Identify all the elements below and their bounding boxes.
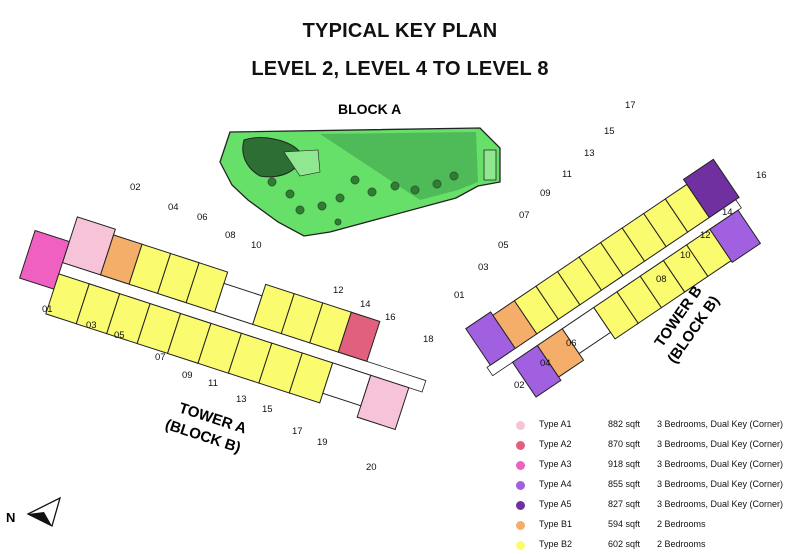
tower-b-building <box>465 158 762 398</box>
unit-label: 09 <box>540 188 551 199</box>
unit-label: 16 <box>756 170 767 181</box>
north-compass: N <box>6 496 62 527</box>
legend-type: Type A2 <box>539 439 572 449</box>
unit-label: 05 <box>114 330 125 341</box>
legend-type: Type A5 <box>539 499 572 509</box>
unit-label: 10 <box>680 250 691 261</box>
unit-label: 04 <box>540 358 551 369</box>
legend-size: 918 sqft <box>608 459 641 469</box>
legend-size: 870 sqft <box>608 439 641 449</box>
plan-subtitle: LEVEL 2, LEVEL 4 TO LEVEL 8 <box>251 58 549 80</box>
unit-label: 12 <box>700 230 711 241</box>
legend-color-swatch <box>516 521 525 530</box>
legend-desc: 3 Bedrooms, Dual Key (Corner) <box>657 499 784 509</box>
legend-color-swatch <box>516 501 525 510</box>
legend-size: 855 sqft <box>608 479 641 489</box>
tower-a-bottom-units <box>18 229 410 431</box>
unit-label: 08 <box>225 230 236 241</box>
unit-label: 17 <box>292 426 303 437</box>
tower-a-title: TOWER A (BLOCK B) <box>163 400 249 457</box>
legend-desc: 2 Bedrooms <box>657 539 706 549</box>
unit-label: 13 <box>584 148 595 159</box>
unit-label: 07 <box>155 352 166 363</box>
block-a-label: BLOCK A <box>338 101 401 117</box>
legend-type: Type A1 <box>539 419 572 429</box>
legend-color-swatch <box>516 421 525 430</box>
unit-label: 10 <box>251 240 262 251</box>
legend-size: 602 sqft <box>608 539 641 549</box>
unit-label: 18 <box>423 334 434 345</box>
legend-desc: 2 Bedrooms <box>657 519 706 529</box>
legend-size: 594 sqft <box>608 519 641 529</box>
unit-label: 03 <box>478 262 489 273</box>
unit-label: 01 <box>454 290 465 301</box>
unit-label: 06 <box>197 212 208 223</box>
unit-label: 17 <box>625 100 636 111</box>
legend-desc: 3 Bedrooms, Dual Key (Corner) <box>657 459 784 469</box>
unit-label: 01 <box>42 304 53 315</box>
legend-type: Type B1 <box>539 519 573 529</box>
legend-desc: 3 Bedrooms, Dual Key (Corner) <box>657 419 784 429</box>
unit-label: 11 <box>208 378 218 389</box>
legend-type: Type A4 <box>539 479 572 489</box>
legend-size: 827 sqft <box>608 499 641 509</box>
tower-b-bottom-units <box>511 209 762 398</box>
legend-color-swatch <box>516 441 525 450</box>
legend-size: 882 sqft <box>608 419 641 429</box>
unit-label: 09 <box>182 370 193 381</box>
block-a-garden <box>219 127 501 237</box>
legend-desc: 3 Bedrooms, Dual Key (Corner) <box>657 479 784 489</box>
unit-label: 02 <box>130 182 141 193</box>
unit-label: 20 <box>366 462 377 473</box>
unit-label: 03 <box>86 320 97 331</box>
legend-desc: 3 Bedrooms, Dual Key (Corner) <box>657 439 784 449</box>
unit-label: 14 <box>722 207 733 218</box>
unit-label: 15 <box>262 404 273 415</box>
legend-type: Type A3 <box>539 459 572 469</box>
legend-color-swatch <box>516 461 525 470</box>
legend-color-swatch <box>516 481 525 490</box>
tower-a-top-units <box>61 216 381 363</box>
unit-label: 05 <box>498 240 509 251</box>
unit-label: 04 <box>168 202 179 213</box>
tower-b-unit-labels: 01 02 03 04 05 06 07 08 09 10 11 12 13 1… <box>454 100 767 391</box>
unit-label: 06 <box>566 338 577 349</box>
unit-label: 13 <box>236 394 247 405</box>
plan-title: TYPICAL KEY PLAN <box>302 20 498 42</box>
tower-b-top-units <box>465 158 740 366</box>
unit-label: 08 <box>656 274 667 285</box>
unit-label: 14 <box>360 299 371 310</box>
unit-label: 12 <box>333 285 344 296</box>
legend-type: Type B2 <box>539 539 573 549</box>
tower-a-unit-labels: 01 02 03 04 05 06 07 08 09 10 11 12 13 1… <box>42 182 434 473</box>
unit-label: 16 <box>385 312 396 323</box>
legend-color-swatch <box>516 541 525 550</box>
compass-shade-icon <box>28 512 52 526</box>
tower-a-building <box>18 216 427 431</box>
unit-label: 15 <box>604 126 615 137</box>
unit-label: 07 <box>519 210 530 221</box>
compass-north-label: N <box>6 510 15 525</box>
unit-label: 02 <box>514 380 525 391</box>
unit-label: 19 <box>317 437 328 448</box>
unit-label: 11 <box>562 169 572 180</box>
